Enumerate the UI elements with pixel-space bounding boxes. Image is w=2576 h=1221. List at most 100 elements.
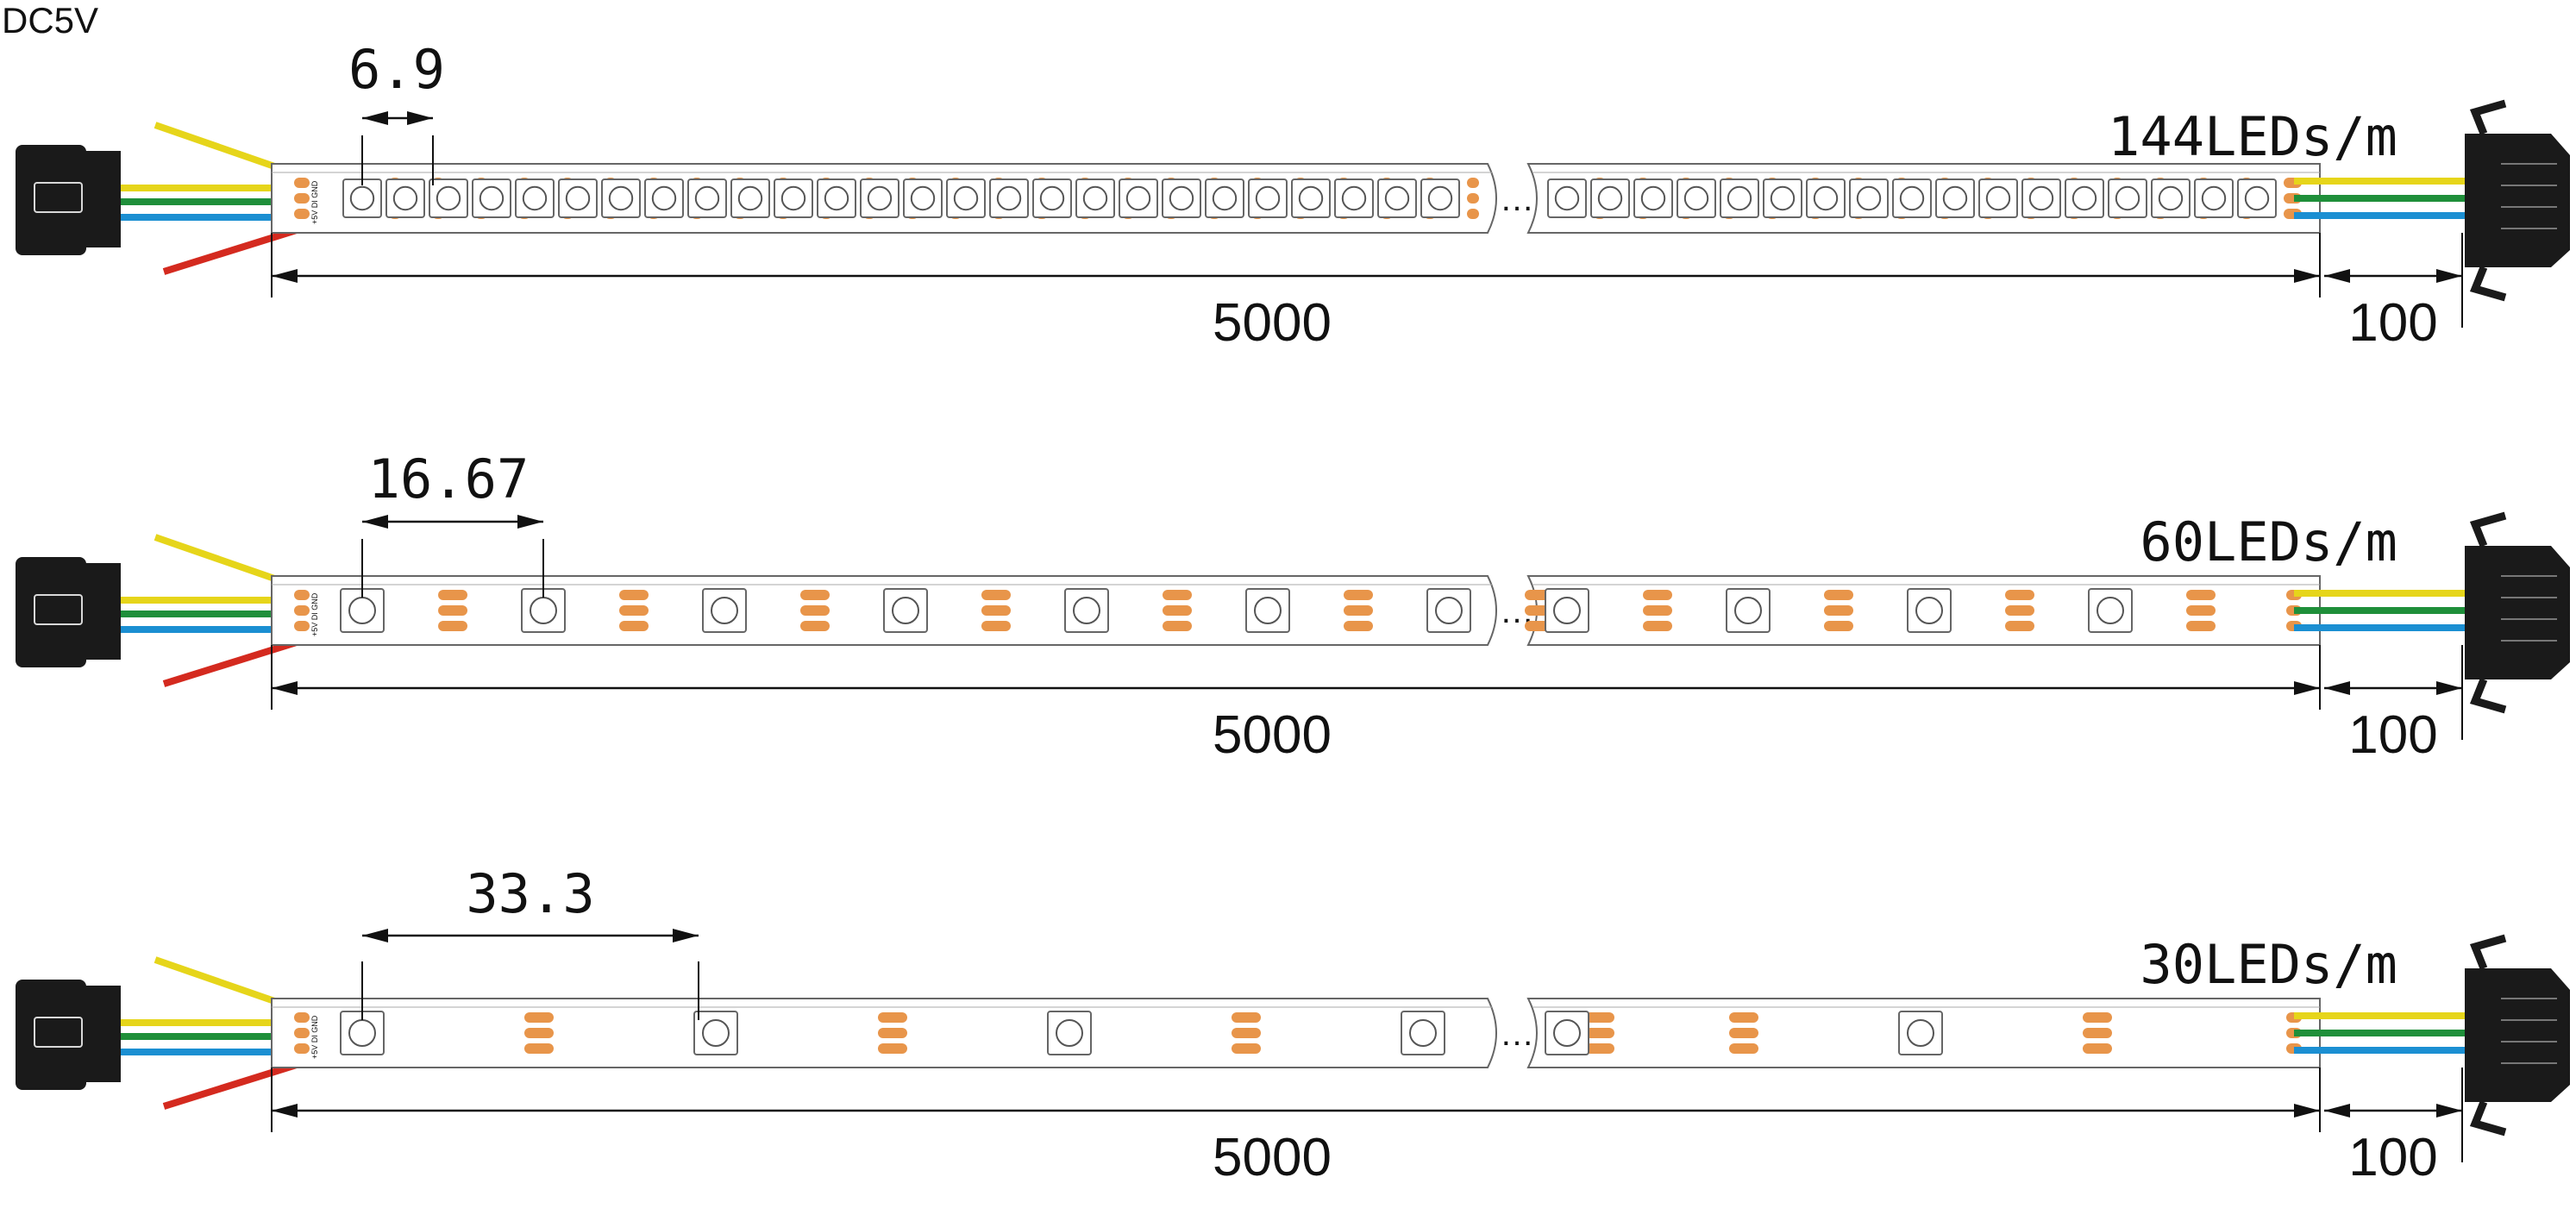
led-lens	[1553, 597, 1581, 624]
led-chip	[1849, 178, 1889, 218]
solder-pad	[800, 621, 830, 631]
solder-pad	[619, 621, 649, 631]
led-chip	[1205, 178, 1244, 218]
solder-pad	[294, 1043, 310, 1054]
led-lens	[1554, 185, 1580, 211]
led-chip	[1426, 588, 1471, 633]
solder-pad	[2005, 605, 2034, 616]
solder-pad	[438, 605, 467, 616]
arrow-head-left	[2324, 681, 2350, 695]
led-chip	[1420, 178, 1460, 218]
solder-pad	[981, 605, 1011, 616]
solder-pad	[1344, 621, 1373, 631]
solder-pad	[800, 590, 830, 600]
solder-pad	[294, 209, 310, 219]
led-chip	[1032, 178, 1072, 218]
led-chip	[2237, 178, 2277, 218]
led-chip	[515, 178, 555, 218]
solder-pad	[2284, 193, 2296, 204]
led-lens	[1082, 185, 1108, 211]
break-ellipsis: …	[1500, 180, 1534, 218]
led-chip	[1806, 178, 1846, 218]
left-connector-neck	[78, 563, 121, 660]
density-label: 30LEDs/m	[2140, 933, 2397, 996]
led-chip	[1075, 178, 1115, 218]
solder-pad	[1344, 590, 1373, 600]
led-chip	[1064, 588, 1109, 633]
led-lens	[892, 597, 919, 624]
led-lens	[1435, 597, 1463, 624]
led-chip	[1248, 178, 1288, 218]
solder-pad	[878, 1012, 907, 1023]
solder-pad	[2083, 1028, 2112, 1038]
density-label: 144LEDs/m	[2108, 105, 2397, 168]
solder-pad	[294, 178, 310, 188]
led-lens	[1341, 185, 1367, 211]
wire-red-left-loose	[162, 225, 304, 275]
lead-length-label: 100	[2348, 293, 2437, 353]
led-chip	[1892, 178, 1932, 218]
led-chip	[1291, 178, 1331, 218]
solder-pad	[1643, 621, 1672, 631]
solder-pad	[619, 590, 649, 600]
arrow-head-left	[272, 1104, 298, 1118]
pitch-label: 33.3	[466, 862, 594, 925]
led-lens	[953, 185, 979, 211]
led-chip	[1545, 1011, 1589, 1055]
solder-pad	[294, 193, 310, 204]
led-chip	[1245, 588, 1290, 633]
led-chip	[1401, 1011, 1445, 1055]
led-chip	[472, 178, 511, 218]
solder-pad	[619, 605, 649, 616]
led-chip	[601, 178, 641, 218]
left-connector-body	[16, 557, 86, 667]
led-lens	[1942, 185, 1968, 211]
left-connector-neck	[78, 151, 121, 247]
strip-length-label: 5000	[1213, 705, 1332, 765]
arrow-head-left	[272, 269, 298, 283]
solder-pad	[1585, 1012, 1614, 1023]
arrow-head-right	[2294, 1104, 2320, 1118]
solder-pad	[2284, 209, 2296, 219]
break-ellipsis: …	[1500, 1015, 1534, 1053]
led-lens	[2244, 185, 2270, 211]
led-lens	[867, 185, 893, 211]
led-lens	[1384, 185, 1410, 211]
led-chip	[2065, 178, 2104, 218]
pitch-label: 6.9	[348, 38, 445, 101]
solder-pad	[524, 1028, 554, 1038]
led-lens	[479, 185, 505, 211]
solder-pad	[1232, 1028, 1261, 1038]
led-chip	[1763, 178, 1802, 218]
solder-pad	[800, 605, 830, 616]
led-lens	[1073, 597, 1100, 624]
led-chip	[1545, 588, 1589, 633]
led-chip	[1726, 588, 1771, 633]
led-lens	[1255, 185, 1281, 211]
right-connector-latch-top	[2469, 99, 2507, 135]
led-lens	[565, 185, 591, 211]
led-lens	[1039, 185, 1065, 211]
led-chip	[1334, 178, 1374, 218]
solder-pad	[1232, 1043, 1261, 1054]
left-connector-neck	[78, 986, 121, 1082]
led-lens	[996, 185, 1022, 211]
led-lens	[1915, 597, 1943, 624]
left-connector-body	[16, 980, 86, 1090]
solder-pad	[1467, 209, 1479, 219]
led-lens	[780, 185, 806, 211]
arrow-head-left	[2324, 269, 2350, 283]
led-lens	[392, 185, 418, 211]
led-lens	[651, 185, 677, 211]
arrow-head-right	[407, 111, 433, 125]
led-lens	[1553, 1019, 1581, 1047]
led-lens	[2097, 597, 2124, 624]
led-chip	[817, 178, 856, 218]
strip-length-label: 5000	[1213, 1128, 1332, 1187]
led-chip	[429, 178, 468, 218]
led-chip	[860, 178, 899, 218]
led-lens	[1056, 1019, 1083, 1047]
pad-label-text: +5V DI GND	[310, 180, 319, 224]
led-chip	[2151, 178, 2191, 218]
